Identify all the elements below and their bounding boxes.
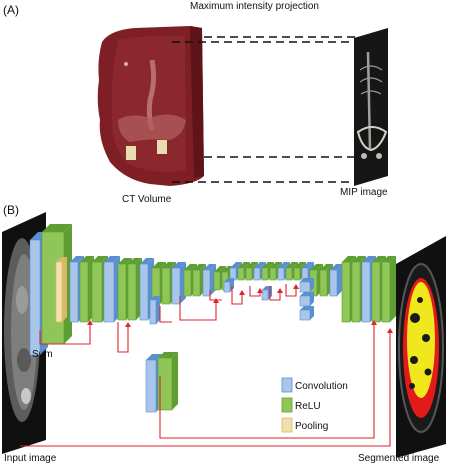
- input-image-label: Input image: [4, 453, 57, 464]
- conv-layer: [223, 278, 234, 293]
- conv-layer: [149, 296, 160, 325]
- segmented-image: [396, 236, 446, 458]
- conv-layer: [299, 292, 314, 307]
- legend-item-convolution: Convolution: [281, 377, 348, 393]
- skip-connections: [20, 284, 391, 447]
- ct-volume: [97, 26, 204, 186]
- sum-label: Sum: [32, 349, 53, 360]
- legend-item-relu: ReLU: [281, 397, 321, 413]
- projection-lines: [172, 36, 356, 183]
- pool-layer: [55, 257, 67, 323]
- relu-layer: [381, 256, 396, 323]
- legend-label-pooling: Pooling: [295, 421, 328, 432]
- segmented-image-label: Segmented image: [358, 453, 440, 464]
- mip-image-label: MIP image: [340, 187, 388, 198]
- conv-layer: [299, 278, 314, 293]
- network-layers: [29, 224, 396, 413]
- mip-image: [354, 28, 388, 186]
- conv-layer: [329, 264, 343, 297]
- panel-a-label: (A): [3, 3, 19, 17]
- conv-layer: [299, 306, 314, 321]
- legend-label-convolution: Convolution: [295, 381, 348, 392]
- projection-title: Maximum intensity projection: [190, 1, 319, 12]
- legend: Convolution ReLU Pooling: [281, 377, 348, 433]
- legend-item-pooling: Pooling: [281, 417, 328, 433]
- conv-layer: [103, 256, 120, 323]
- relu-layer: [157, 352, 178, 411]
- panel-b-label: (B): [3, 203, 19, 217]
- connection-arrowheads: [87, 284, 393, 333]
- legend-label-relu: ReLU: [295, 401, 321, 412]
- ct-volume-label: CT Volume: [122, 194, 172, 205]
